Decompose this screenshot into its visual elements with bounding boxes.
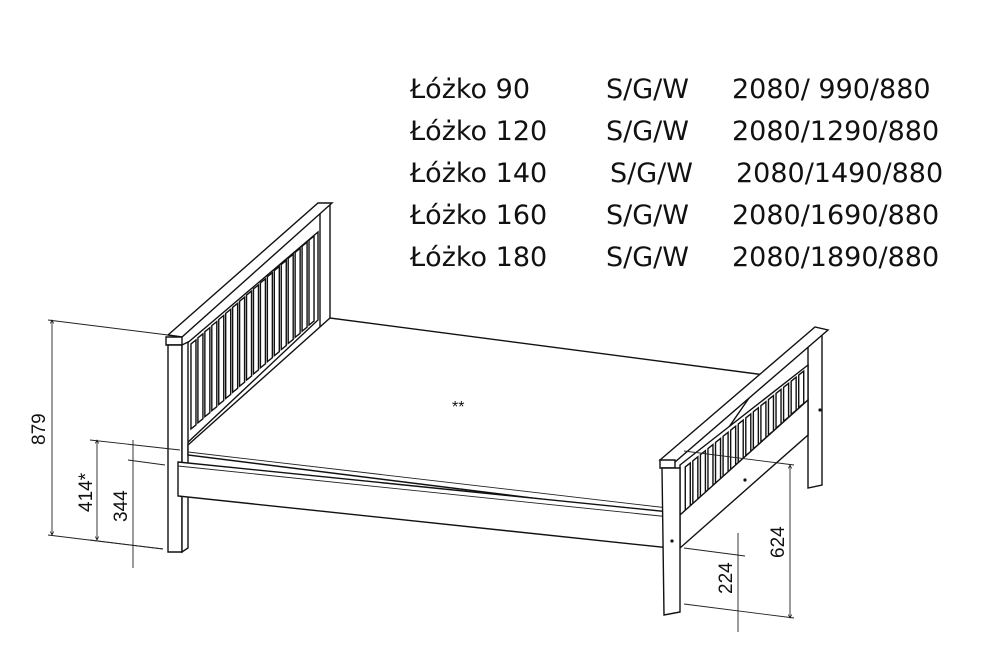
- dim-total-height: 879: [29, 413, 50, 445]
- slat: [308, 234, 315, 327]
- mattress-note: **: [452, 399, 464, 416]
- slat: [752, 406, 760, 451]
- slat: [245, 289, 253, 382]
- slat: [273, 265, 281, 358]
- slat: [266, 271, 274, 364]
- spec-name: Łóżko 180: [410, 242, 548, 273]
- slat: [692, 455, 699, 506]
- spec-name: Łóżko 140: [410, 158, 548, 189]
- slat: [259, 277, 267, 370]
- slat: [190, 338, 197, 431]
- spec-dims: 2080/1690/880: [732, 200, 940, 231]
- spec-dims: 2080/1290/880: [732, 116, 940, 147]
- slat: [722, 430, 729, 478]
- dimension-lines: [47, 320, 795, 632]
- dim-footboard-height: 624: [768, 526, 789, 558]
- spec-name: Łóżko 90: [410, 74, 530, 105]
- slat: [699, 449, 707, 499]
- spec-code: S/G/W: [606, 116, 689, 147]
- dim-footboard-clearance: 224: [716, 562, 737, 594]
- slat: [301, 240, 308, 333]
- slat: [737, 418, 744, 464]
- slat: [775, 387, 782, 430]
- spec-dims: 2080/ 990/880: [732, 74, 931, 105]
- dim-rail-height: 344: [111, 490, 132, 522]
- slat: [294, 246, 301, 339]
- slat: [782, 381, 790, 423]
- slat: [231, 301, 239, 394]
- spec-code: S/G/W: [606, 242, 689, 273]
- headboard: [165, 202, 334, 554]
- slat: [218, 314, 225, 406]
- spec-code: S/G/W: [606, 74, 689, 105]
- spec-dims: 2080/1490/880: [736, 158, 944, 189]
- slat: [224, 307, 232, 400]
- slat: [211, 320, 218, 413]
- dim-mattress-height: 414*: [76, 472, 97, 512]
- spec-code: S/G/W: [610, 158, 693, 189]
- slat: [197, 332, 204, 425]
- slat: [280, 259, 287, 351]
- slat: [798, 369, 805, 409]
- slat: [767, 394, 775, 437]
- spec-name: Łóżko 160: [410, 200, 548, 231]
- slat: [745, 412, 752, 458]
- slat: [714, 436, 722, 485]
- slat: [252, 283, 260, 376]
- slat: [707, 443, 714, 492]
- spec-code: S/G/W: [606, 200, 689, 231]
- slat: [204, 326, 211, 419]
- footboard: [658, 326, 830, 616]
- slat: [729, 424, 737, 471]
- slat: [238, 295, 246, 388]
- slat: [790, 375, 797, 416]
- slat: [287, 252, 294, 345]
- spec-name: Łóżko 120: [410, 116, 548, 147]
- slat: [684, 461, 691, 513]
- slat: [760, 400, 767, 444]
- spec-dims: 2080/1890/880: [732, 242, 940, 273]
